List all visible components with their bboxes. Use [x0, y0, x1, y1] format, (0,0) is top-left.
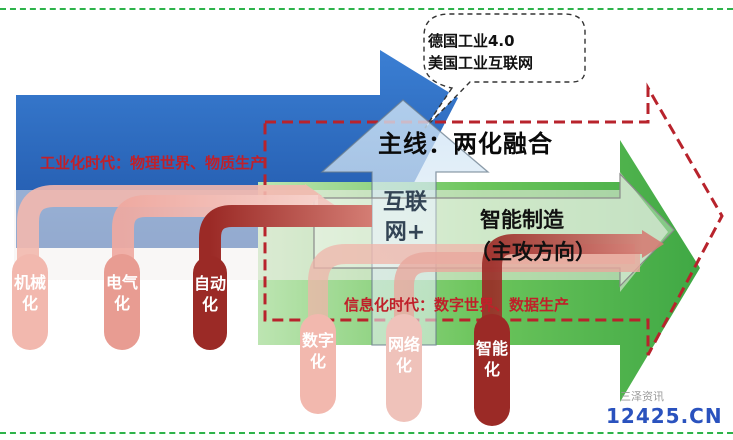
stage-digitization: 数字化	[301, 331, 334, 371]
stage-automation: 自动化	[193, 274, 226, 314]
bottom-border	[0, 432, 733, 434]
networking-capsule	[386, 314, 422, 422]
top-border	[0, 8, 733, 10]
industrial-era-label: 工业化时代：物理世界、物质生产	[40, 154, 266, 172]
stage-intelligence: 智能化	[475, 339, 508, 379]
cloud-line-usa: 美国工业互联网	[428, 54, 534, 72]
electrification-capsule	[104, 254, 140, 350]
watermark-subtext: 三泽资讯	[620, 390, 664, 403]
info-era-label: 信息化时代：数字世界、数据生产	[344, 296, 570, 314]
cloud-callout	[423, 13, 586, 129]
intelligence-tip	[642, 230, 664, 258]
digitization-capsule	[300, 314, 336, 414]
automation-tail	[199, 205, 372, 262]
mechanization-tail	[17, 185, 305, 262]
mechanization-capsule	[12, 254, 48, 350]
intelligence-tail	[482, 234, 642, 318]
smart-manufacturing-subtitle: （主攻方向）	[470, 240, 596, 264]
automation-capsule	[193, 256, 227, 350]
electrification-tail	[112, 195, 318, 262]
internet-plus-label: 互联网+	[383, 190, 428, 245]
intelligence-capsule	[474, 314, 510, 426]
stage-electrification: 电气化	[105, 273, 138, 313]
stage-networking: 网络化	[387, 335, 420, 375]
networking-tail	[394, 252, 640, 318]
cloud-line-germany: 德国工业4.0	[428, 32, 515, 50]
internet-up-arrow	[320, 99, 490, 346]
main-line-title: 主线：两化融合	[378, 130, 553, 158]
smart-manufacturing-title: 智能制造	[480, 208, 564, 232]
watermark-text: 12425.CN	[606, 404, 723, 428]
stage-mechanization: 机械化	[13, 273, 46, 313]
digitization-tail	[308, 244, 635, 318]
